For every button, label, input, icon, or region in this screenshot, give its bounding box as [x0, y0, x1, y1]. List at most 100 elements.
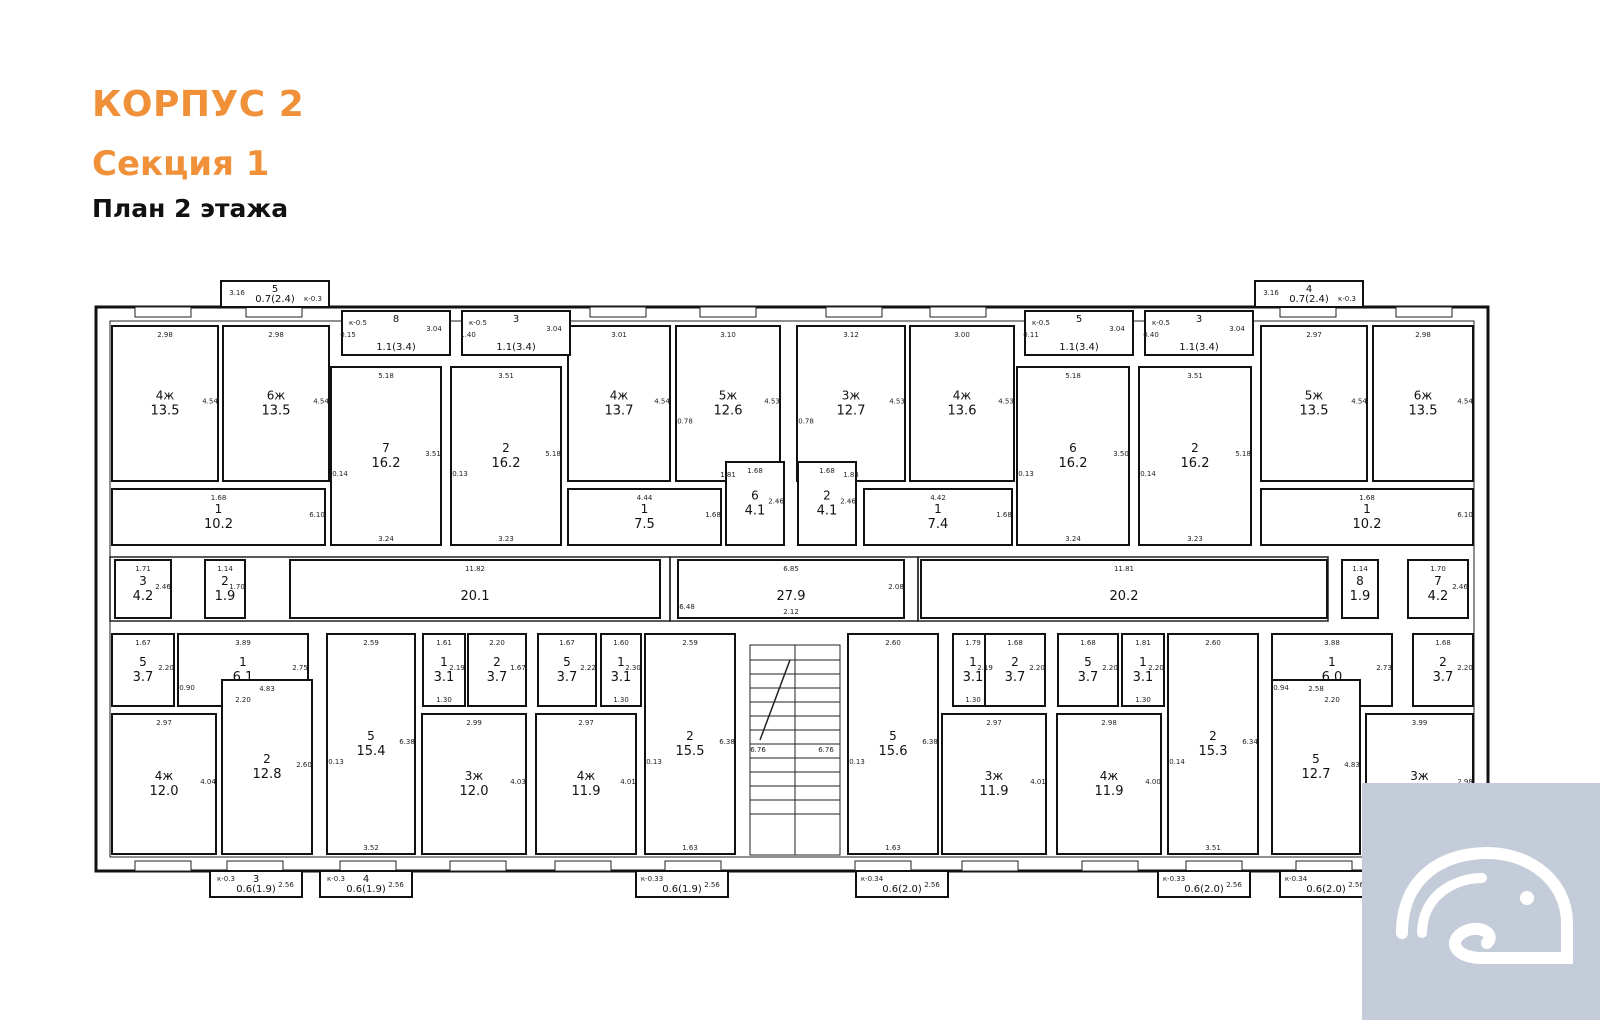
balcony-dimension: 2.56 [704, 881, 720, 889]
balcony-dimension: 0.11 [1023, 331, 1039, 339]
balcony-dimension: к-0.33 [641, 875, 663, 883]
room-outline [467, 633, 527, 707]
balcony-area: 0.6(2.0) [1184, 884, 1224, 895]
stair-dim-right: 6.76 [818, 746, 834, 754]
room-dimension: 1.79 [965, 639, 981, 647]
room-dimension: 5.18 [545, 450, 561, 458]
balcony-area: 0.6(1.9) [662, 884, 702, 895]
room-dimension: 2.20 [235, 696, 251, 704]
room-outline [847, 633, 939, 855]
window [699, 306, 757, 318]
room-area: 13.5 [262, 404, 291, 419]
room-dimension: 1.68 [705, 511, 721, 519]
room-outline [289, 559, 661, 619]
room-dimension: 1.68 [1435, 639, 1451, 647]
room-outline [422, 633, 466, 707]
room-number: 4ж [577, 769, 596, 783]
room-dimension: 3.23 [498, 535, 514, 543]
room-dimension: 2.60 [1205, 639, 1221, 647]
room-dimension: 4.53 [889, 398, 905, 406]
room-dimension: 6.38 [399, 738, 415, 746]
room-dimension: 4.54 [1351, 398, 1367, 406]
room-outline [567, 325, 671, 482]
room-dimension: 2.08 [888, 583, 904, 591]
room-dimension: 2.12 [783, 608, 799, 616]
room-area: 16.2 [1059, 456, 1088, 471]
balcony-number: 3 [1196, 314, 1202, 325]
room-number: 2 [686, 729, 694, 743]
room-dimension: 2.20 [1457, 664, 1473, 672]
room-dimension: 3.51 [498, 372, 514, 380]
room-dimension: 1.68 [1359, 494, 1375, 502]
balcony-outline [319, 870, 413, 898]
room-area: 3.1 [1133, 670, 1154, 685]
room-outline [797, 461, 857, 546]
room-area: 6.1 [233, 670, 254, 685]
balcony-area: 1.1(3.4) [376, 342, 416, 353]
room-dimension: 2.58 [1308, 685, 1324, 693]
window [1081, 860, 1139, 872]
room-outline [326, 633, 416, 855]
room-dimension: 2.60 [885, 639, 901, 647]
room-number: 4ж [1100, 769, 1119, 783]
room-outline [450, 366, 562, 546]
elephant-logo-icon [1396, 846, 1573, 964]
room-dimension: 1.63 [885, 844, 901, 852]
room-outline [567, 488, 722, 546]
balcony-dimension: к-0.34 [1285, 875, 1308, 883]
room-number: 1 [239, 655, 247, 669]
room-dimension: 2.46 [155, 583, 171, 591]
window [134, 306, 192, 318]
room-outline [984, 633, 1046, 707]
room-dimension: 1.70 [229, 583, 245, 591]
balcony-number: 3 [513, 314, 519, 325]
room-area: 3.7 [557, 670, 578, 685]
room-outline [1407, 559, 1469, 619]
room-number: 2 [1011, 655, 1019, 669]
room-outline [421, 713, 527, 855]
window [589, 306, 647, 318]
room-dimension: 4.00 [1145, 778, 1161, 786]
room-dimension: 3.23 [1187, 535, 1203, 543]
room-dimension: 1.30 [613, 696, 629, 704]
room-number: 5 [367, 729, 375, 743]
room-number: 3ж [985, 769, 1004, 783]
balcony-dimension: к-0.3 [327, 875, 345, 883]
room-dimension: 1.81 [1135, 639, 1151, 647]
room-outline [114, 559, 172, 619]
room-outline [909, 325, 1015, 482]
room-area: 4.1 [745, 504, 766, 519]
window [1295, 860, 1353, 872]
floor-plan-title: План 2 этажа [92, 194, 289, 223]
room-dimension: 1.67 [559, 639, 575, 647]
room-dimension: 4.42 [930, 494, 946, 502]
room-number: 7 [382, 441, 390, 455]
room-outline [204, 559, 246, 619]
room-number: 2 [1209, 729, 1217, 743]
room-number: 2 [1439, 655, 1447, 669]
room-dimension: 6.34 [1242, 738, 1258, 746]
room-area: 3.7 [1005, 670, 1026, 685]
room-dimension: 3.88 [1324, 639, 1340, 647]
balcony-dimension: к-0.5 [1152, 319, 1170, 327]
balcony-dimension: к-0.5 [1032, 319, 1050, 327]
balcony-outline [209, 870, 303, 898]
balcony-number: 3 [253, 874, 259, 885]
room-dimension: 5.18 [1065, 372, 1081, 380]
room-number: 5 [1084, 655, 1092, 669]
room-area: 27.9 [777, 589, 806, 604]
balcony-area: 0.7(2.4) [1289, 294, 1329, 305]
room-dimension: 4.44 [637, 494, 653, 502]
room-area: 3.1 [434, 670, 455, 685]
room-dimension: 2.97 [986, 719, 1002, 727]
staircase [749, 644, 841, 856]
room-dimension: 3.50 [1113, 450, 1129, 458]
balcony-number: 5 [272, 284, 278, 295]
room-dimension: 1.67 [135, 639, 151, 647]
balcony-dimension: к-0.5 [469, 319, 487, 327]
room-area: 3.7 [487, 670, 508, 685]
room-number: 2 [1191, 441, 1199, 455]
room-dimension: 2.20 [1324, 696, 1340, 704]
room-dimension: 4.83 [259, 685, 275, 693]
balcony-dimension: 3.16 [229, 289, 245, 297]
